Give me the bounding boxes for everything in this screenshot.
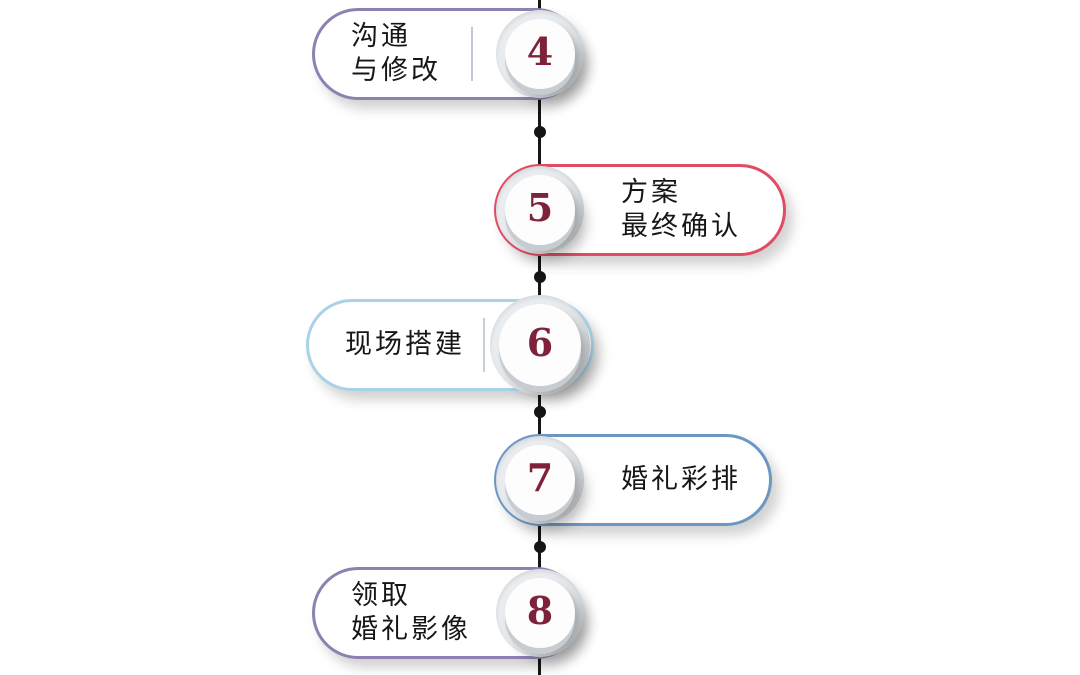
step-circle-8: 8: [505, 578, 575, 648]
timeline-dot: [534, 541, 546, 553]
step-number-4: 4: [526, 28, 554, 74]
step-node-5: 5: [496, 166, 584, 254]
step-number-6: 6: [526, 319, 554, 365]
step-number-7: 7: [526, 454, 554, 500]
step-node-6: 6: [490, 295, 590, 395]
step-circle-4: 4: [505, 19, 575, 89]
step-divider-4: [471, 27, 473, 81]
step-label-4: 沟通 与修改: [351, 21, 441, 86]
step-divider-6: [483, 318, 485, 372]
step-number-5: 5: [526, 184, 554, 230]
step-label-8: 领取 婚礼影像: [351, 580, 471, 645]
step-label-7: 婚礼彩排: [621, 464, 741, 495]
step-node-7: 7: [496, 436, 584, 524]
timeline-dot: [534, 406, 546, 418]
step-circle-7: 7: [505, 445, 575, 515]
step-circle-5: 5: [505, 175, 575, 245]
timeline-dot: [534, 271, 546, 283]
step-label-5: 方案 最终确认: [621, 177, 741, 242]
step-label-6: 现场搭建: [345, 329, 465, 360]
step-node-8: 8: [496, 569, 584, 657]
step-node-4: 4: [496, 10, 584, 98]
timeline-dot: [534, 126, 546, 138]
step-number-8: 8: [526, 587, 554, 633]
step-circle-6: 6: [499, 304, 581, 386]
